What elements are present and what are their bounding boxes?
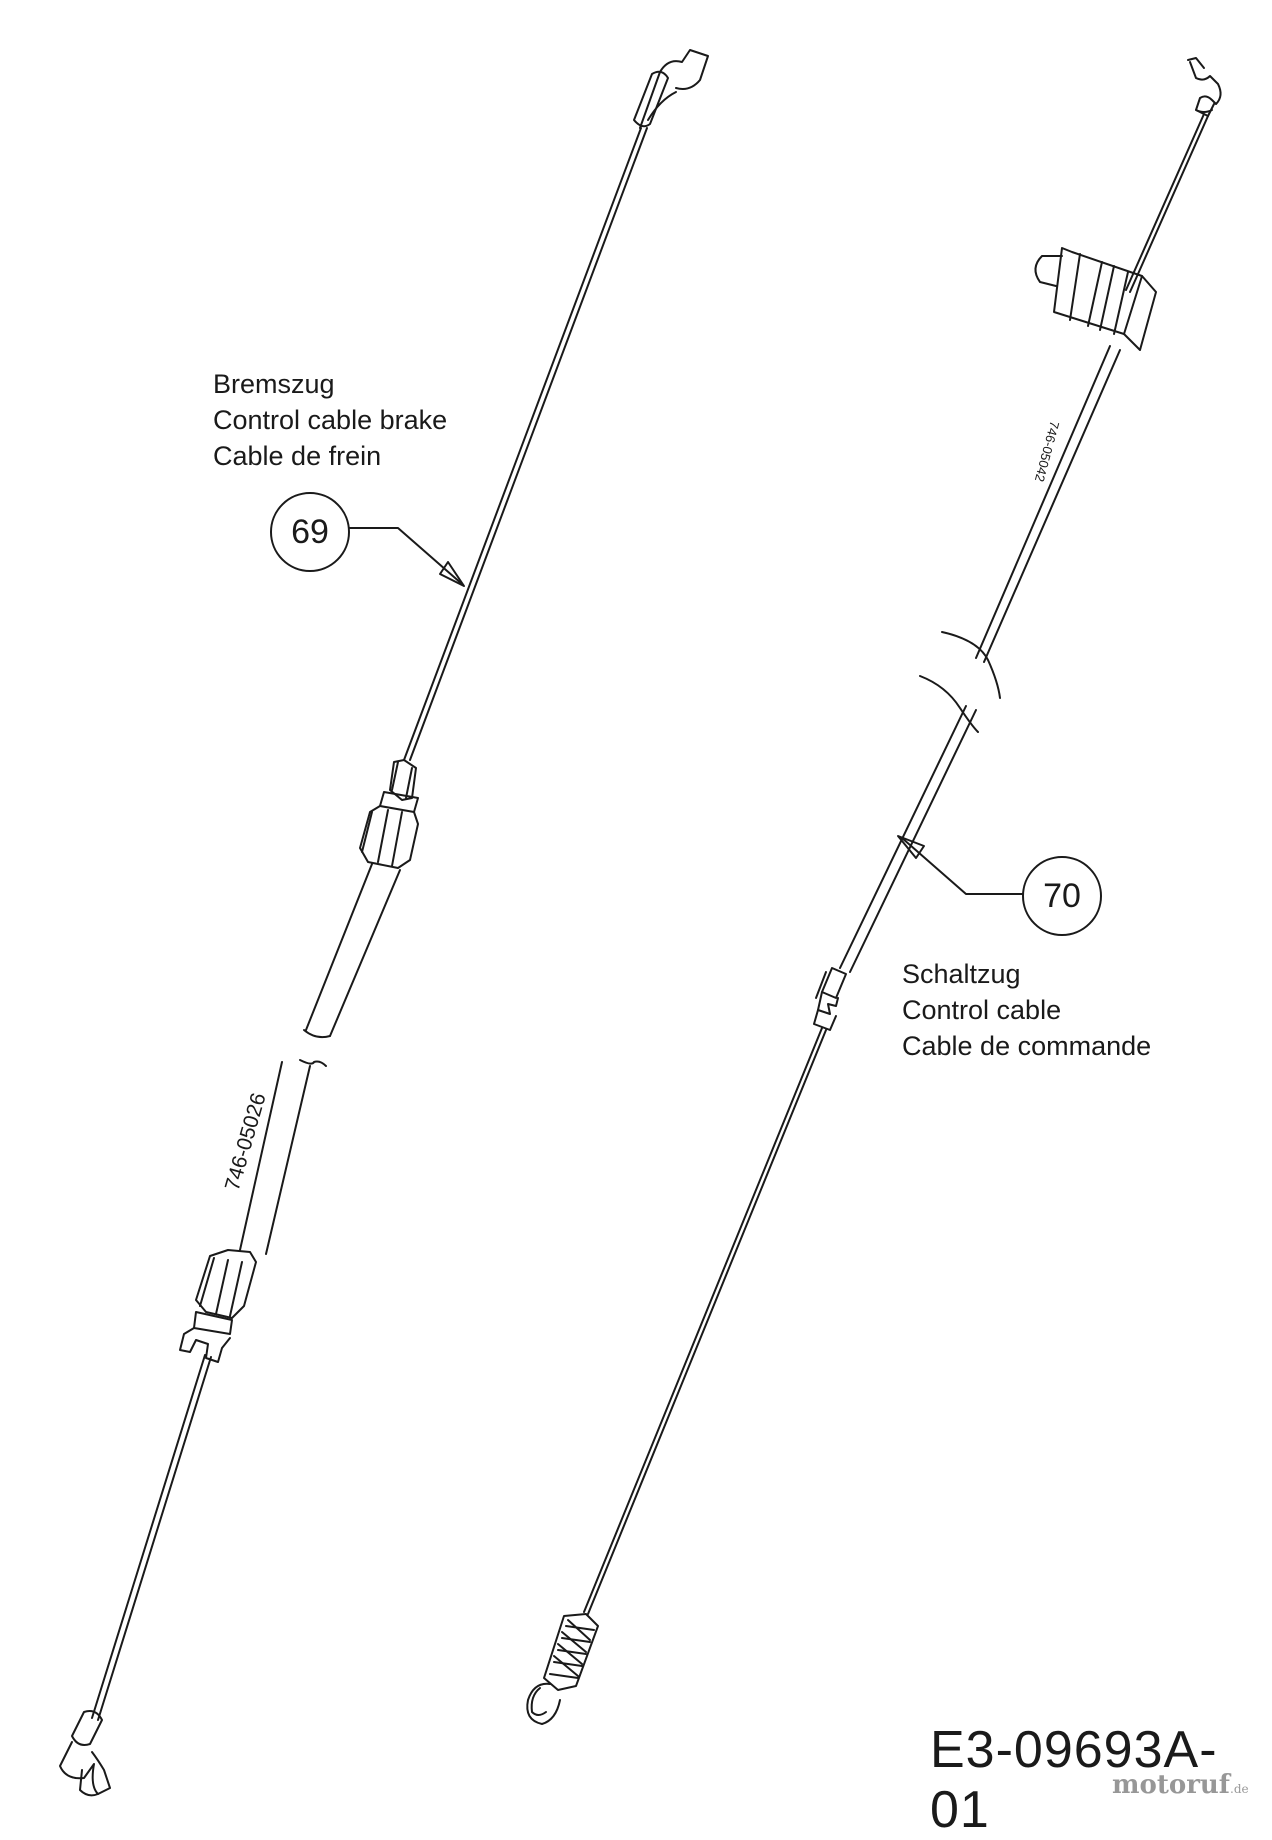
shift-cable-connector: [813, 967, 847, 1031]
callout-70-arrowhead: [897, 835, 925, 859]
brake-cable-lower-wire: [91, 1354, 212, 1721]
callout-70: 70: [1022, 856, 1102, 936]
brake-cable-upper-conduit: [305, 863, 401, 1037]
callout-69: 69: [270, 492, 350, 572]
brake-cable-bottom-ferrule: [71, 1710, 103, 1746]
part-70-label: Schaltzug Control cable Cable de command…: [902, 956, 1151, 1064]
part-70-label-en: Control cable: [902, 995, 1062, 1025]
shift-cable-upper-conduit: [975, 345, 1121, 663]
cable-diagram: [59, 49, 1222, 1797]
brake-cable-bottom-hook: [59, 1741, 111, 1795]
watermark-suffix: .de: [1230, 1782, 1249, 1796]
brake-cable-upper-wire: [403, 127, 648, 761]
part-70-label-fr: Cable de commande: [902, 1031, 1152, 1061]
shift-cable-lower-wire: [583, 1027, 827, 1615]
callout-69-leader: [345, 527, 463, 585]
shift-cable-break-mark: [919, 631, 1001, 733]
brake-cable-lower-connector: [179, 1249, 257, 1363]
watermark-text: motoruf: [1112, 1770, 1230, 1800]
callout-69-arrowhead: [439, 561, 465, 587]
brake-cable: [59, 49, 709, 1797]
brake-cable-lower-conduit: [239, 1061, 311, 1255]
shift-cable-upper-wire: [1125, 113, 1209, 293]
brake-cable-top-hook: [639, 49, 709, 129]
part-69-label-de: Bremszug: [213, 369, 335, 399]
brake-cable-break-mark: [299, 1029, 331, 1067]
shift-cable-top-hook: [1189, 61, 1222, 117]
shift-cable: [526, 57, 1222, 1725]
part-69-label: Bremszug Control cable brake Cable de fr…: [213, 366, 447, 474]
shift-cable-clamp-block: [1034, 247, 1157, 351]
part-70-label-de: Schaltzug: [902, 959, 1021, 989]
shift-cable-spring-end: [526, 1613, 599, 1725]
part-69-label-en: Control cable brake: [213, 405, 448, 435]
watermark-logo: motoruf.de: [1112, 1770, 1249, 1800]
callout-70-leader: [901, 837, 1023, 895]
brake-cable-top-ferrule: [633, 70, 669, 128]
brake-cable-upper-connector: [359, 759, 419, 869]
part-69-label-fr: Cable de frein: [213, 441, 382, 471]
